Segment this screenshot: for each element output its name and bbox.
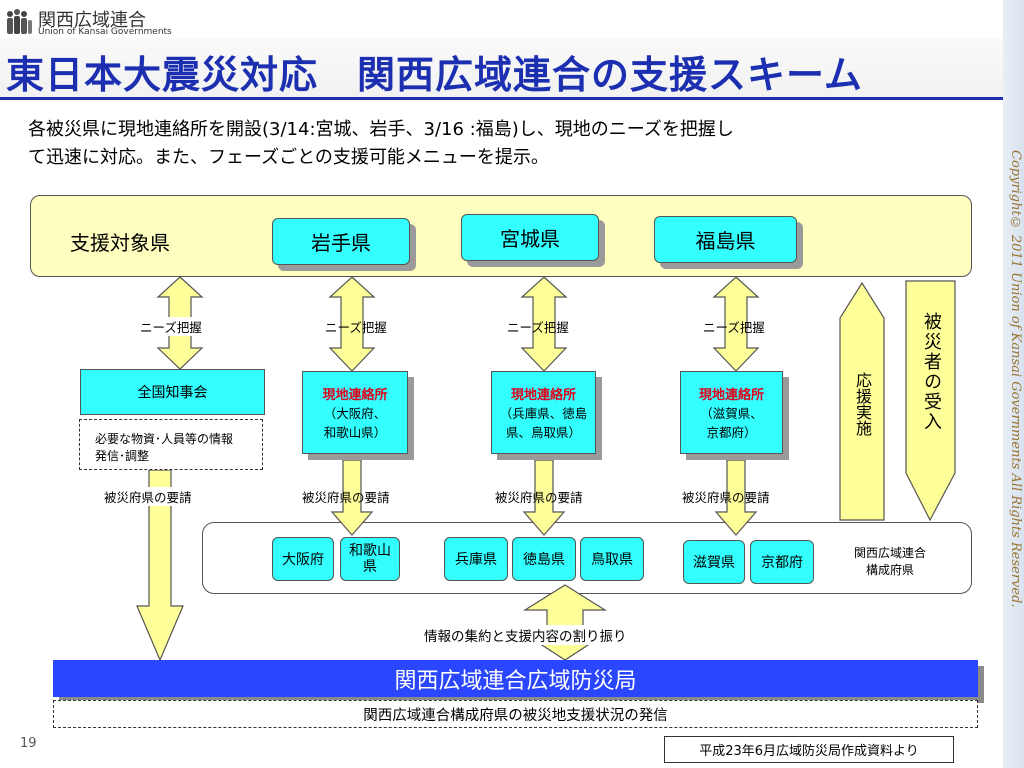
disaster-bureau-box: 関西広域連合広域防災局 [53,660,978,697]
member-box-shiga: 滋賀県 [683,540,745,584]
governors-note-line-1: 必要な物資･人員等の情報 [95,432,234,446]
member-box-wakayama: 和歌山県 [340,537,400,581]
logo-emblem-icon [7,9,32,34]
request-label-2: 被災府県の要請 [302,490,390,505]
source-note: 平成23年6月広域防災局作成資料より [664,736,954,763]
request-label-4: 被災府県の要請 [682,490,770,505]
liaison-office-2: 現地連絡所 （兵庫県、徳島 県、鳥取県） [491,371,596,454]
member-box-kyoto: 京都府 [750,540,814,584]
liaison-office-members: 県、鳥取県） [505,425,581,440]
request-arrow-2 [330,459,374,536]
copyright-notice: Copyright© 2011 Union of Kansai Governme… [1008,150,1023,608]
member-box-tottori: 鳥取県 [580,537,644,581]
liaison-office-1: 現地連絡所 （大阪府、 和歌山県） [302,371,408,454]
prefecture-box-iwate: 岩手県 [272,218,410,265]
logo-name-en: Union of Kansai Governments [38,27,172,37]
logo: 関西広域連合 Union of Kansai Governments [4,6,172,38]
member-caption-line-1: 関西広域連合 [853,546,926,560]
member-caption: 関西広域連合 構成府県 [835,544,945,580]
aggregation-label: 情報の集約と支援内容の割り振り [424,625,627,645]
liaison-office-title: 現地連絡所 [322,388,388,403]
member-box-tokushima: 徳島県 [512,537,576,581]
governors-note: 必要な物資･人員等の情報 発信･調整 [79,419,263,470]
support-target-label: 支援対象県 [70,231,170,255]
prefecture-box-fukushima: 福島県 [654,216,797,263]
intro-line-1: 各被災県に現地連絡所を開設(3/14:宮城、岩手、3/16 :福島)し、現地のニ… [28,119,734,140]
liaison-office-members: （兵庫県、徳島 [499,406,588,421]
liaison-office-members: 京都府） [706,425,757,440]
aggregation-arrow [522,584,608,661]
request-arrow-4 [714,459,758,536]
prefecture-box-miyagi: 宮城県 [461,214,599,261]
liaison-office-3: 現地連絡所 （滋賀県、 京都府） [680,371,783,454]
request-label-3: 被災府県の要請 [495,490,583,505]
page-number: 19 [20,736,37,751]
evacuee-arrow-label: 被災者の受入 [921,312,942,432]
needs-label-2: ニーズ把握 [325,320,387,335]
member-box-osaka: 大阪府 [272,537,334,581]
bureau-subtitle: 関西広域連合構成府県の被災地支援状況の発信 [53,700,978,728]
member-caption-line-2: 構成府県 [865,563,914,577]
liaison-office-members: （大阪府、 [323,406,387,421]
logo-name-jp: 関西広域連合 [38,10,146,31]
intro-line-2: て迅速に対応。また、フェーズごとの支援可能メニューを提示。 [28,147,549,168]
support-arrow [839,281,885,521]
evacuee-arrow [905,280,956,522]
title-divider [0,97,1003,100]
liaison-office-title: 現地連絡所 [698,388,764,403]
liaison-office-members: （滋賀県、 [700,406,763,421]
needs-label-1: ニーズ把握 [140,317,202,336]
needs-label-3: ニーズ把握 [507,320,569,335]
member-box-hyogo: 兵庫県 [444,537,508,581]
right-decor-strip [1003,0,1024,768]
request-arrow-3 [522,459,566,536]
intro-text: 各被災県に現地連絡所を開設(3/14:宮城、岩手、3/16 :福島)し、現地のニ… [28,116,988,172]
support-arrow-label: 応援実施 [853,372,872,436]
governors-note-line-2: 発信･調整 [95,449,150,463]
request-label-1: 被災府県の要請 [104,487,192,506]
needs-label-4: ニーズ把握 [703,320,765,335]
page-title: 東日本大震災対応 関西広域連合の支援スキーム [6,53,863,97]
governors-box: 全国知事会 [80,369,265,415]
liaison-office-members: 和歌山県） [323,425,387,440]
title-bar [0,38,1003,98]
liaison-office-title: 現地連絡所 [510,388,576,403]
